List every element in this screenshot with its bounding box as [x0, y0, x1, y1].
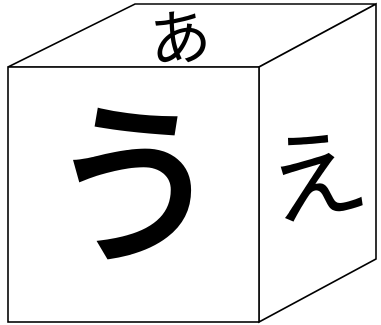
front-face-label: う: [48, 87, 223, 290]
cube-front-face: う: [8, 67, 259, 322]
